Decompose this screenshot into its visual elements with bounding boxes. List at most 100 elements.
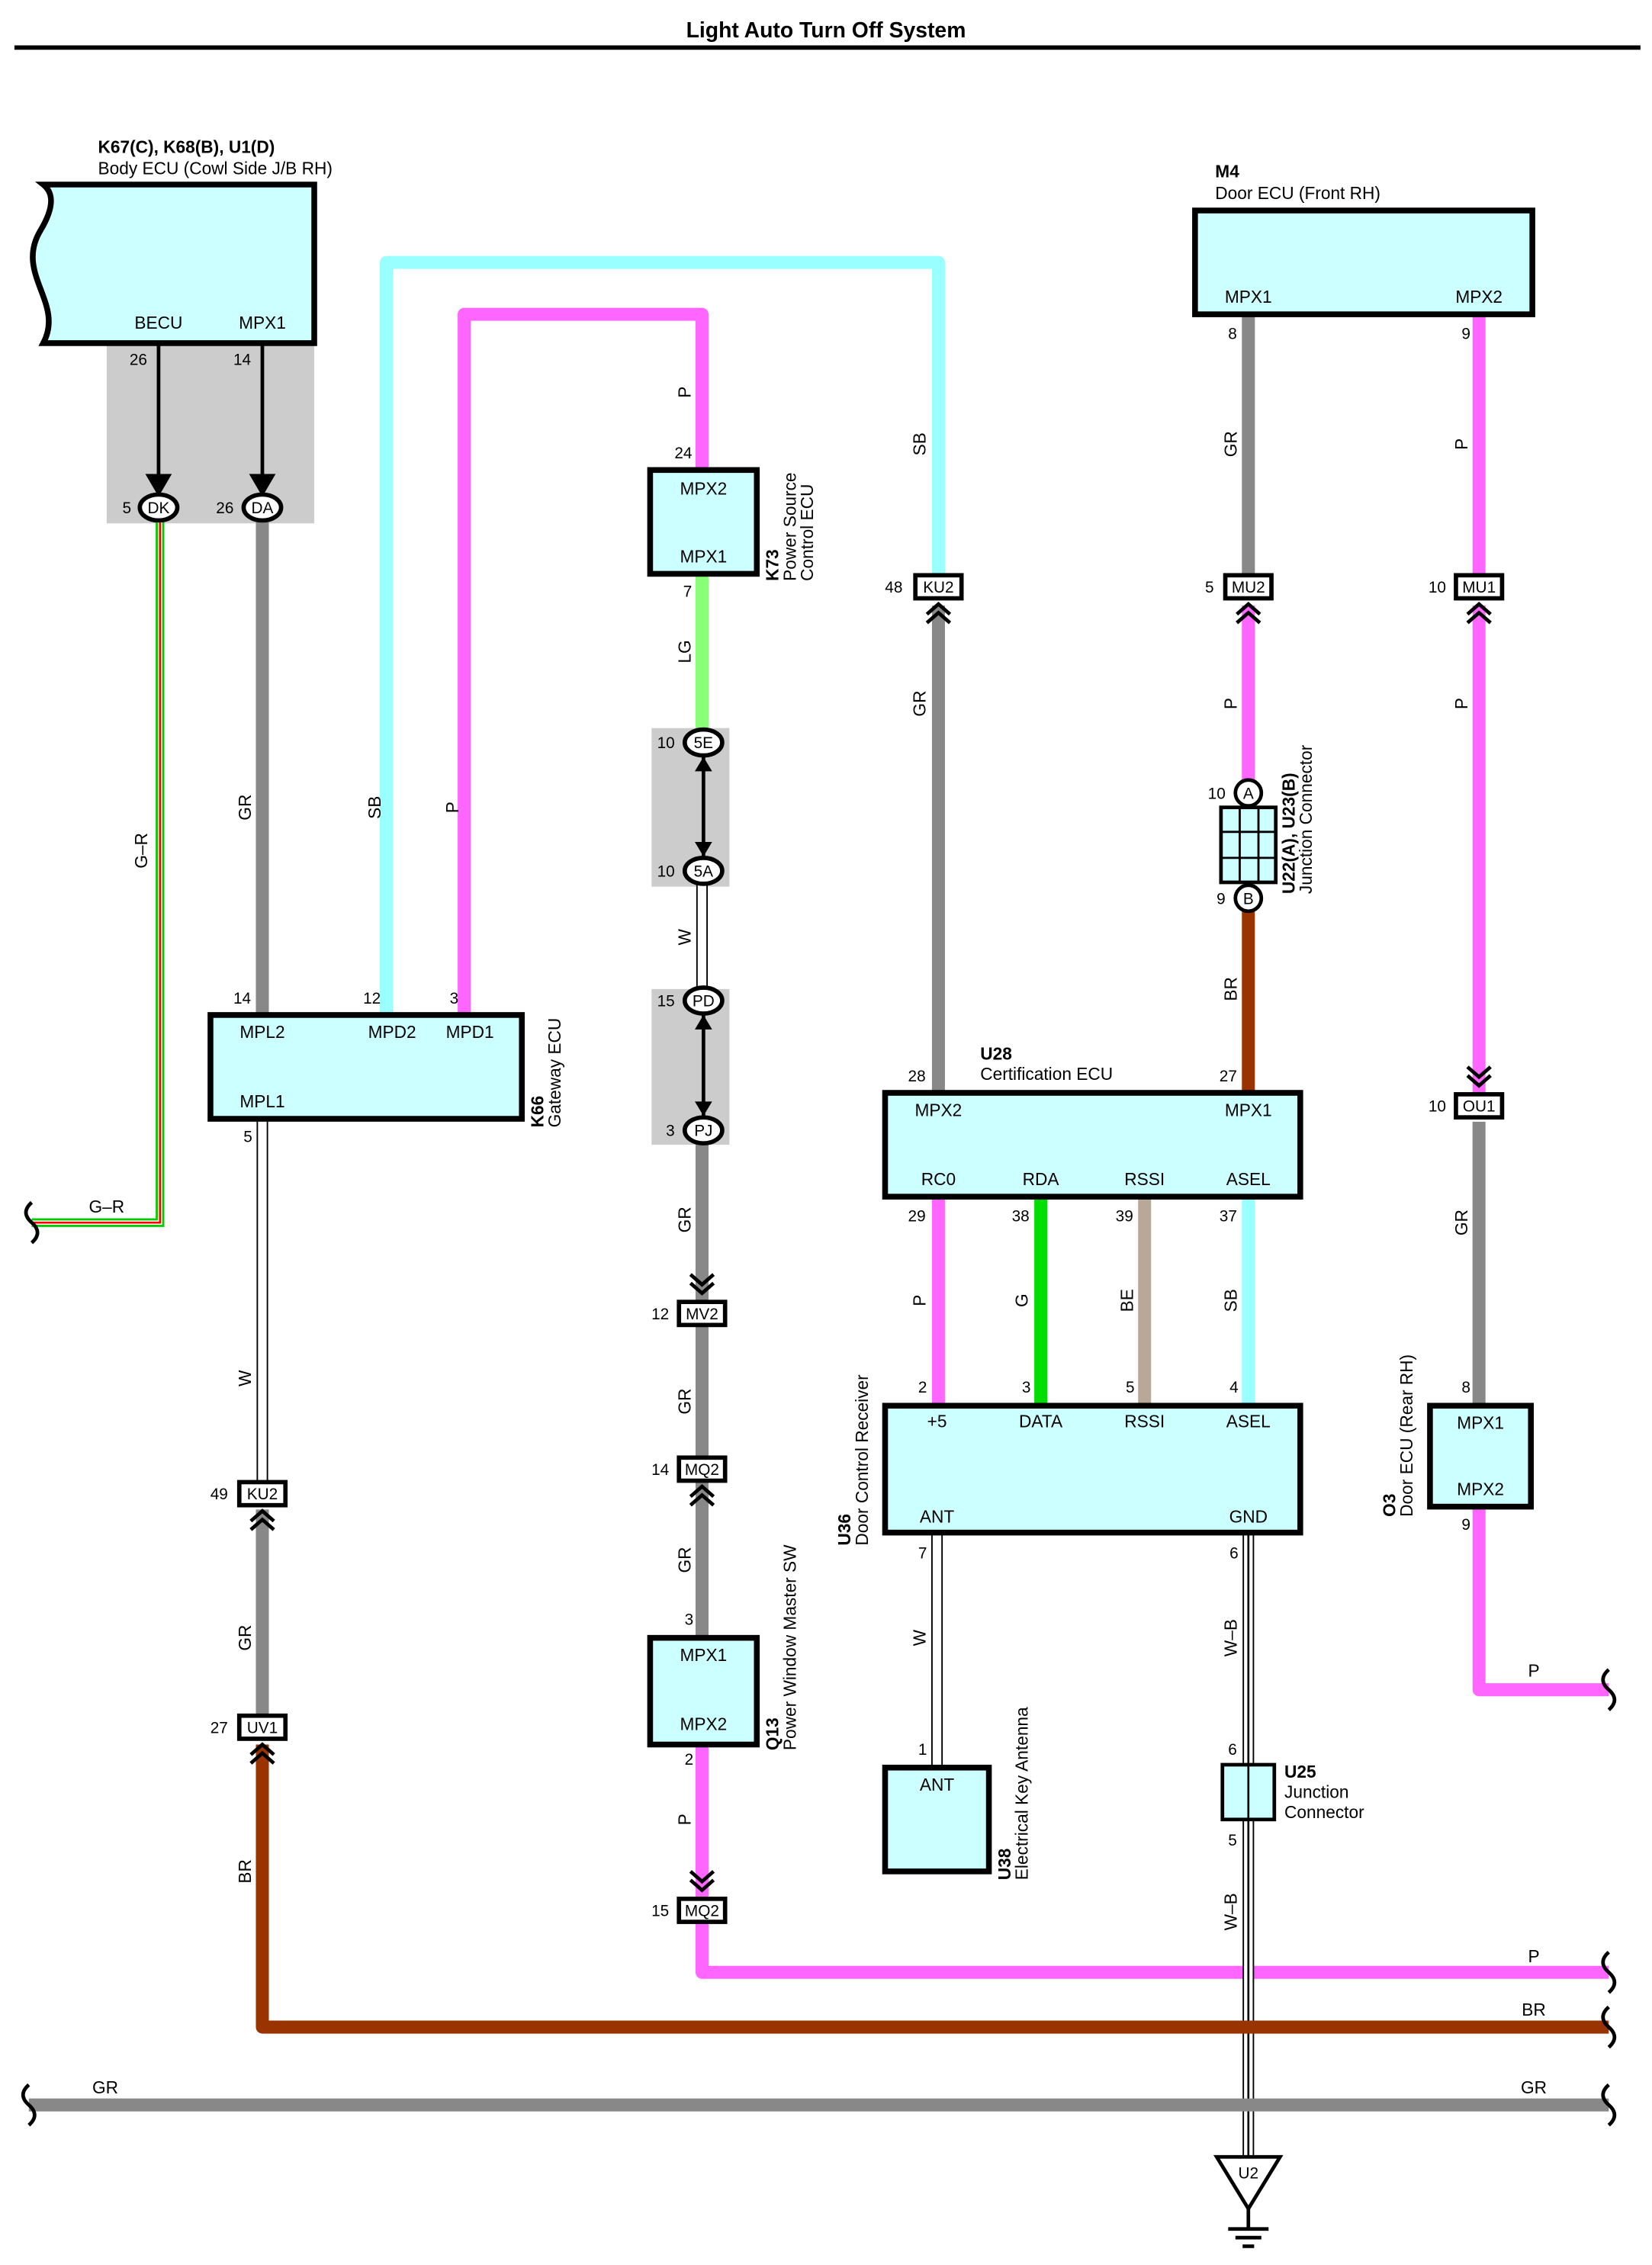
gateway-pin-mpd2: MPD2 — [368, 1022, 416, 1042]
wire-label-p-rc0: P — [909, 1295, 929, 1306]
power-source-label-group: K73 Power Source Control ECU — [763, 472, 817, 580]
door-receiver-name: Door Control Receiver — [852, 1374, 872, 1546]
wire-label-p-bottom: P — [1528, 1946, 1539, 1966]
wire-label-p-gw: P — [442, 802, 462, 813]
wire-label-br-bottom: BR — [1522, 2000, 1545, 2019]
connector-5a-pin: 10 — [657, 863, 675, 880]
body-ecu-box — [30, 182, 317, 346]
junction-u22-name: Junction Connector — [1296, 744, 1316, 894]
junction-u22-symbol — [1219, 778, 1278, 914]
junction-u22-code: U22(A), U23(B) — [1278, 773, 1298, 894]
junction-u25-name-2: Connector — [1284, 1802, 1364, 1822]
gateway-pin-mpl1: MPL1 — [239, 1091, 284, 1111]
wire-label-gr-bodyecu: GR — [235, 795, 255, 821]
gateway-pin-mpd1: MPD1 — [446, 1022, 494, 1042]
wire-label-sb-asel: SB — [1221, 1289, 1241, 1312]
pw-master-pin-num-2: 2 — [685, 1751, 694, 1769]
wire-label-gr-m4: GR — [1221, 431, 1241, 457]
door-ecu-rear-pin-num-9: 9 — [1461, 1516, 1470, 1534]
connector-ku2-49-label: KU2 — [247, 1486, 278, 1503]
door-ecu-rear-pin-mpx2: MPX2 — [1457, 1479, 1504, 1499]
key-antenna-pin-num-1: 1 — [918, 1741, 927, 1759]
wire-label-gr-mv2: GR — [674, 1389, 694, 1415]
wire-p-gw-k73 — [458, 307, 709, 1015]
cert-ecu-box — [882, 1090, 1303, 1200]
body-ecu-pin-num-26: 26 — [130, 351, 147, 368]
door-ecu-rear-name: Door ECU (Rear RH) — [1396, 1354, 1416, 1517]
connector-mq2-15-label: MQ2 — [685, 1902, 719, 1920]
door-receiver-pin-num-2: 2 — [918, 1379, 927, 1396]
power-source-name-1: Power Source — [779, 472, 799, 580]
connector-mq2-14-label: MQ2 — [685, 1461, 719, 1479]
wire-label-be-rssi: BE — [1117, 1289, 1137, 1312]
pw-master-pin-mpx1: MPX1 — [680, 1645, 727, 1665]
pw-master-label-group: Q13 Power Window Master SW — [763, 1544, 800, 1750]
connector-dk-label: DK — [147, 500, 169, 517]
wire-sb-gw-ku2 — [380, 255, 945, 1015]
connector-mu2-label: MU2 — [1232, 579, 1265, 596]
wire-label-gr-ku2b: GR — [235, 1625, 255, 1651]
connector-ku2-48-pin: 48 — [885, 579, 902, 596]
cert-ecu-pin-mpx2: MPX2 — [915, 1100, 963, 1120]
connector-5e-pin: 10 — [657, 734, 675, 752]
body-ecu-pin-mpx1: MPX1 — [239, 313, 286, 333]
pw-master-name: Power Window Master SW — [779, 1544, 799, 1750]
door-receiver-pin-num-7: 7 — [918, 1545, 927, 1563]
cert-ecu-pin-mpx1: MPX1 — [1225, 1100, 1272, 1120]
wire-label-gr-ku2: GR — [909, 691, 929, 717]
wire-br-uv1-bottom — [256, 1744, 1609, 2034]
gateway-pin-num-12: 12 — [363, 990, 381, 1007]
cert-ecu-code: U28 — [980, 1044, 1012, 1064]
junction-u22-pin-a: A — [1243, 785, 1254, 802]
wire-label-sb-gw: SB — [365, 796, 384, 819]
cert-ecu-pin-num-38: 38 — [1012, 1207, 1030, 1225]
wire-label-p-mu2: P — [1221, 698, 1241, 709]
junction-u25-name-1: Junction — [1284, 1781, 1348, 1801]
door-ecu-front-pin-mpx1: MPX1 — [1225, 287, 1272, 307]
connector-da-pin: 26 — [216, 500, 233, 517]
junction-u22-pin-b: B — [1243, 890, 1254, 908]
body-ecu-arrows — [145, 342, 276, 497]
connector-mq2-14-pin: 14 — [651, 1461, 669, 1479]
wire-label-gr-dk-h: G–R — [89, 1197, 125, 1216]
wire-label-gr-ou1: GR — [1451, 1210, 1471, 1235]
connector-pd-label: PD — [693, 993, 715, 1010]
cert-ecu-pin-rc0: RC0 — [921, 1169, 956, 1189]
body-ecu-name: Body ECU (Cowl Side J/B RH) — [98, 159, 333, 178]
body-ecu-pin-becu: BECU — [134, 313, 182, 333]
connector-5e-label: 5E — [694, 734, 713, 752]
gateway-pin-num-3: 3 — [450, 990, 459, 1007]
wire-label-w-mid: W — [674, 929, 694, 946]
rect-connectors — [236, 573, 1505, 1924]
power-source-pin-num-24: 24 — [674, 445, 692, 462]
door-ecu-rear-pin-mpx1: MPX1 — [1457, 1412, 1504, 1432]
connector-mu2-pin: 5 — [1205, 579, 1214, 596]
door-receiver-code: U36 — [834, 1514, 854, 1546]
wire-label-gr-bottom-left: GR — [92, 2077, 118, 2097]
door-receiver-pin-num-4: 4 — [1229, 1379, 1239, 1396]
connector-5a-label: 5A — [694, 863, 714, 880]
ground-symbol — [1228, 2209, 1269, 2248]
door-receiver-pin-asel: ASEL — [1226, 1412, 1271, 1431]
gateway-name: Gateway ECU — [545, 1018, 564, 1128]
door-receiver-pin-plus5: +5 — [927, 1412, 947, 1431]
ground-u2-triangle — [1213, 2154, 1284, 2212]
cert-ecu-pin-rda: RDA — [1023, 1169, 1060, 1189]
door-ecu-rear-box — [1427, 1402, 1535, 1510]
connector-dk-pin: 5 — [123, 500, 132, 517]
door-receiver-pin-rssi: RSSI — [1124, 1412, 1165, 1431]
junction-u22-label-group: U22(A), U23(B) Junction Connector — [1278, 744, 1316, 894]
cert-ecu-pin-num-39: 39 — [1116, 1207, 1133, 1225]
wire-label-gr-mq2: GR — [674, 1547, 694, 1573]
cert-ecu-pin-rssi: RSSI — [1124, 1169, 1165, 1189]
wire-label-br-cert: BR — [1221, 977, 1241, 1001]
key-antenna-label-group: U38 Electrical Key Antenna — [995, 1707, 1032, 1880]
pw-master-box — [647, 1634, 760, 1748]
gateway-pin-num-14: 14 — [233, 990, 251, 1007]
pw-master-pin-mpx2: MPX2 — [680, 1714, 727, 1734]
gateway-code: K66 — [528, 1096, 548, 1128]
junction-u22-pin-num-10: 10 — [1208, 785, 1226, 802]
connector-uv1-label: UV1 — [247, 1719, 278, 1736]
wire-label-wb-gnd: W–B — [1221, 1619, 1241, 1656]
